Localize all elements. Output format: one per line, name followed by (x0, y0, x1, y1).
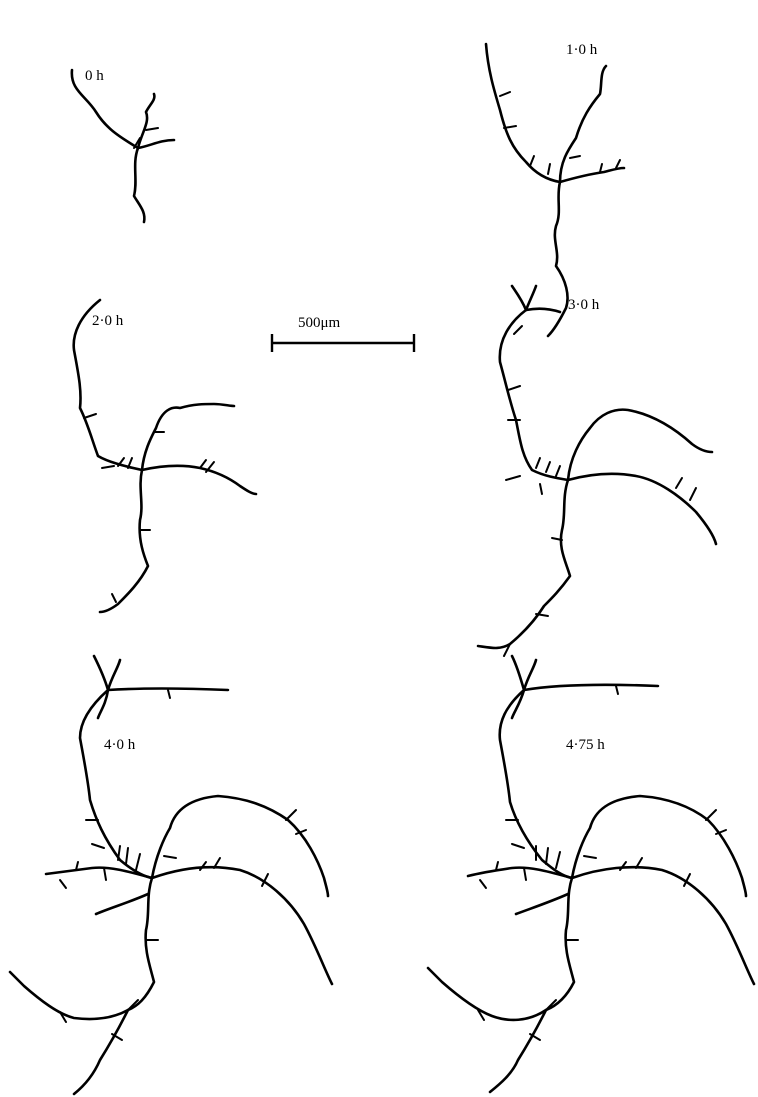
panel-3h: 3·0 h (478, 286, 716, 656)
hyphal-network (486, 44, 624, 336)
scale-bar-label: 500μm (298, 315, 341, 331)
scale-bar: 500μm (272, 315, 414, 352)
panel-time-label: 3·0 h (568, 297, 600, 313)
panel-time-label: 0 h (85, 68, 104, 84)
panel-1h: 1·0 h (486, 42, 624, 336)
panel-time-label: 4·75 h (566, 737, 605, 753)
hyphal-network (72, 70, 174, 222)
hyphal-network (10, 656, 332, 1094)
hyphal-network (478, 286, 716, 656)
hyphal-network (74, 300, 256, 612)
panel-0h: 0 h (72, 68, 174, 222)
panel-time-label: 1·0 h (566, 42, 598, 58)
panel-4-75h: 4·75 h (428, 656, 754, 1092)
panel-2h: 2·0 h (74, 300, 256, 612)
panel-time-label: 4·0 h (104, 737, 136, 753)
hyphal-network (428, 656, 754, 1092)
panel-time-label: 2·0 h (92, 313, 124, 329)
panel-4h: 4·0 h (10, 656, 332, 1094)
